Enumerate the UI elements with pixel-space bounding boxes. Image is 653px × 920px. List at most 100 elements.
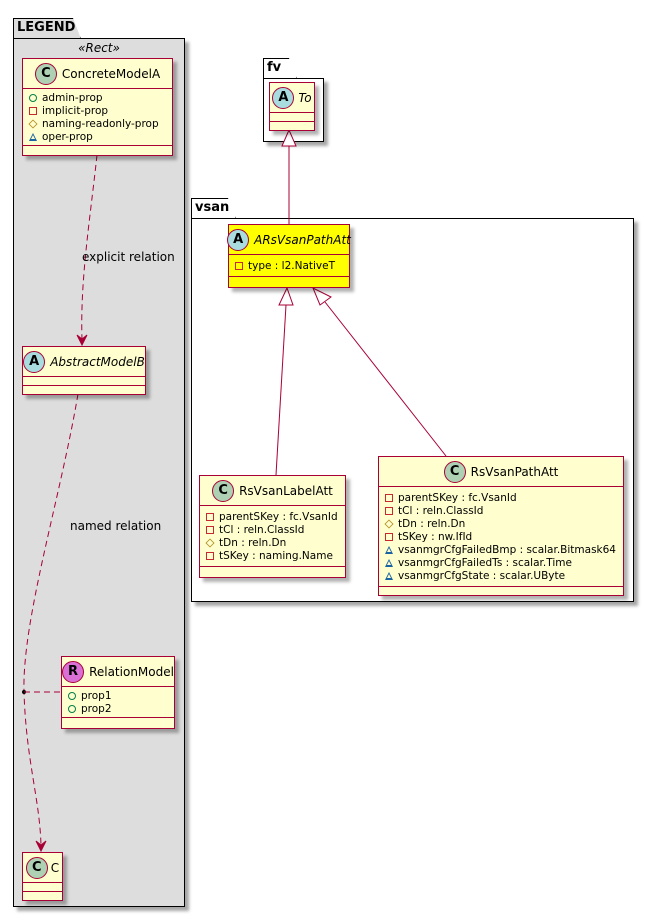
legend-package [13,38,185,907]
attribute-text: tDn : reln.Dn [219,536,287,549]
attribute: admin-prop [29,91,166,104]
attribute-text: implicit-prop [42,104,109,117]
class-header: A To [270,83,314,113]
private-visibility-icon [29,106,37,115]
attribute-list: parentSKey : fc.VsanId tCl : reln.ClassI… [200,506,345,567]
attribute-section [23,377,145,386]
private-visibility-icon [206,551,214,560]
attribute-text: admin-prop [42,91,103,104]
class-name: RelationModel [89,664,174,679]
attribute-text: tSKey : nw.IfId [398,530,473,543]
package-visibility-icon [385,571,393,580]
private-visibility-icon [385,493,393,502]
attribute: vsanmgrCfgFailedTs : scalar.Time [385,556,617,569]
class-spot-icon: C [34,62,57,85]
attribute: tDn : reln.Dn [384,517,617,530]
private-visibility-icon [235,261,243,270]
class-concrete-model-a[interactable]: C ConcreteModelA admin-prop implicit-pro… [22,58,173,156]
attribute: implicit-prop [29,104,166,117]
attribute: tDn : reln.Dn [205,536,339,549]
abstract-spot-icon: A [272,86,295,109]
attribute: parentSKey : fc.VsanId [206,510,339,523]
class-name: RsVsanLabelAtt [239,483,333,498]
class-rsvsanlabelatt[interactable]: C RsVsanLabelAtt parentSKey : fc.VsanId … [199,475,346,578]
attribute: vsanmgrCfgState : scalar.UByte [385,569,617,582]
attribute-text: tDn : reln.Dn [398,517,466,530]
method-section [62,718,174,726]
package-visibility-icon [29,132,37,141]
class-header: C RsVsanLabelAtt [200,476,345,506]
named-relation-label: named relation [70,519,162,533]
class-relation-model[interactable]: R RelationModel prop1 prop2 [61,656,175,729]
attribute-section [23,883,62,892]
class-name: RsVsanPathAtt [470,464,559,479]
class-name: To [298,90,312,105]
attribute-list: prop1 prop2 [62,687,174,718]
class-name: ARsVsanPathAtt [254,232,351,247]
attribute-text: type : l2.NativeT [248,259,336,272]
attribute-text: tCl : reln.ClassId [219,523,305,536]
attribute: prop1 [68,689,168,702]
attribute-section [270,113,314,122]
attribute-text: tCl : reln.ClassId [398,504,484,517]
class-arsvsanpathatt[interactable]: A ARsVsanPathAtt type : l2.NativeT [227,224,351,288]
protected-visibility-icon [28,118,38,129]
class-to[interactable]: A To [269,82,315,131]
private-visibility-icon [385,506,393,515]
private-visibility-icon [206,525,214,534]
class-c[interactable]: C C [22,852,63,901]
package-visibility-icon [385,545,393,554]
method-section [23,146,172,154]
protected-visibility-icon [384,518,394,529]
abstract-spot-icon: A [23,350,46,373]
attribute: naming-readonly-prop [28,117,166,130]
method-section [229,277,349,285]
attribute: tCl : reln.ClassId [206,523,339,536]
class-header: R RelationModel [62,657,174,687]
attribute: tCl : reln.ClassId [385,504,617,517]
class-name: ConcreteModelA [61,66,161,81]
attribute: oper-prop [29,130,166,143]
class-header: C C [23,853,62,883]
explicit-relation-label: explicit relation [82,250,175,264]
attribute: parentSKey : fc.VsanId [385,491,617,504]
legend-package-tab: LEGEND [13,18,81,39]
method-section [379,587,623,595]
legend-package-name: LEGEND [17,20,76,35]
attribute-text: prop2 [81,702,112,715]
attribute-text: vsanmgrCfgFailedTs : scalar.Time [398,556,572,569]
attribute-text: parentSKey : fc.VsanId [219,510,338,523]
method-section [200,567,345,575]
attribute-list: type : l2.NativeT [229,255,349,277]
attribute-text: oper-prop [42,130,93,143]
method-section [270,122,314,130]
abstract-spot-icon: A [227,228,250,251]
attribute-text: tSKey : naming.Name [219,549,333,562]
vsan-package-name: vsan [195,200,230,215]
vsan-package-tab: vsan [191,198,236,219]
public-visibility-icon [68,691,76,700]
class-rsvsanpathatt[interactable]: C RsVsanPathAtt parentSKey : fc.VsanId t… [378,456,624,596]
class-abstract-model-b[interactable]: A AbstractModelB [22,346,146,395]
attribute-list: admin-prop implicit-prop naming-readonly… [23,89,172,146]
class-header: C ConcreteModelA [23,59,172,89]
attribute-text: vsanmgrCfgFailedBmp : scalar.Bitmask64 [398,543,616,556]
class-spot-icon: C [25,856,48,879]
relation-spot-icon: R [62,660,85,683]
class-header: A AbstractModelB [23,347,145,377]
fv-package-name: fv [267,60,282,75]
attribute: prop2 [68,702,168,715]
attribute: vsanmgrCfgFailedBmp : scalar.Bitmask64 [385,543,617,556]
attribute: type : l2.NativeT [235,259,343,272]
public-visibility-icon [29,93,37,102]
attribute-text: prop1 [81,689,112,702]
protected-visibility-icon [205,537,215,548]
attribute-text: vsanmgrCfgState : scalar.UByte [398,569,566,582]
private-visibility-icon [206,512,214,521]
attribute-text: naming-readonly-prop [42,117,159,130]
private-visibility-icon [385,532,393,541]
public-visibility-icon [68,704,76,713]
class-spot-icon: C [212,479,235,502]
class-name: C [50,860,60,875]
class-header: C RsVsanPathAtt [379,457,623,487]
